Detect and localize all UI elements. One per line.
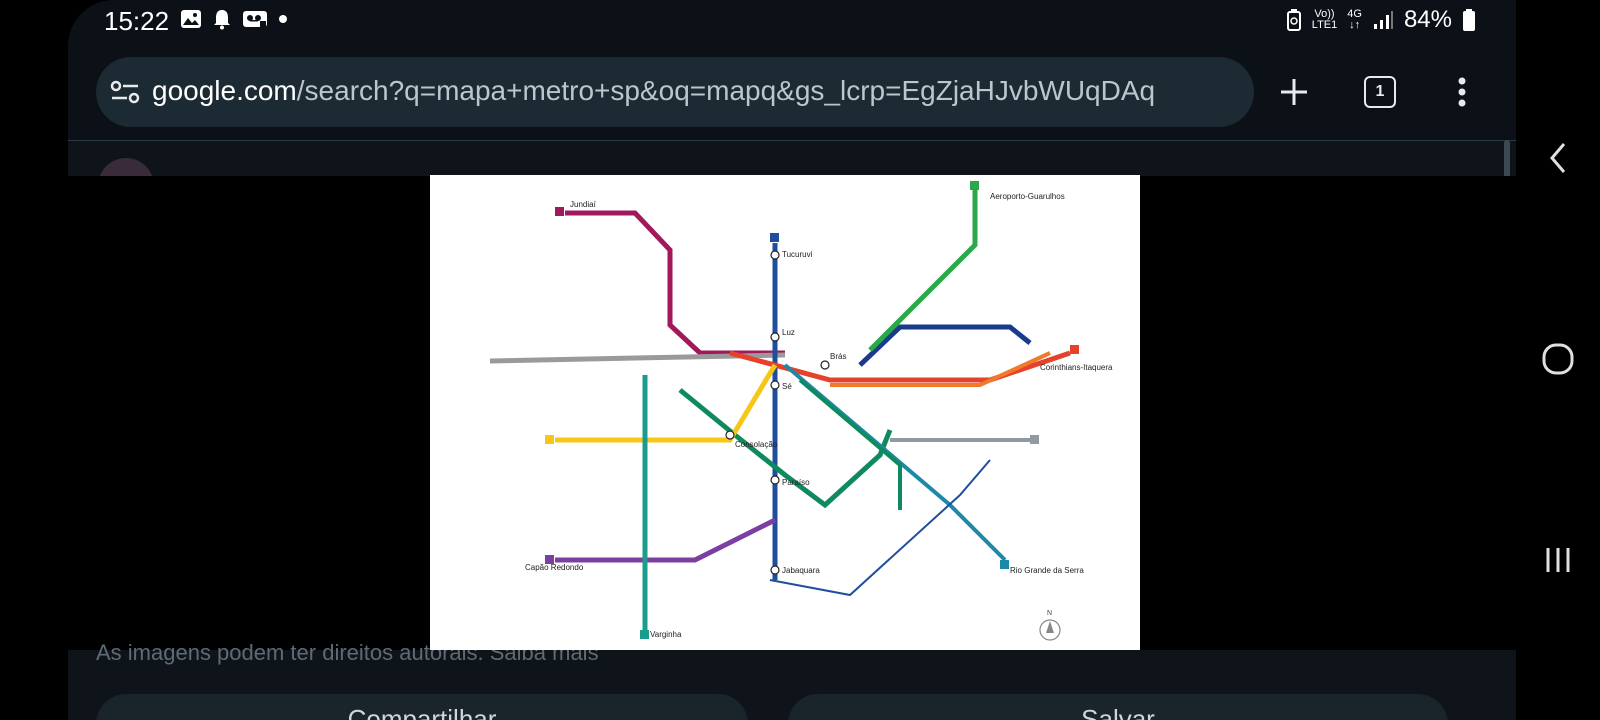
label-rio-grande: Rio Grande da Serra xyxy=(1010,566,1084,575)
label-varginha: Varginha xyxy=(650,630,682,639)
network-gen-indicator: 4G ↓↑ xyxy=(1347,8,1362,31)
tune-icon[interactable] xyxy=(110,79,140,110)
badge-line-3 xyxy=(1070,345,1079,354)
url-text[interactable]: google.com/search?q=mapa+metro+sp&oq=map… xyxy=(152,75,1242,107)
label-capao: Capão Redondo xyxy=(525,563,584,572)
badge-line-13 xyxy=(970,181,979,190)
station-paraiso xyxy=(770,475,780,485)
home-icon xyxy=(1542,343,1574,375)
label-bras: Brás xyxy=(830,352,846,361)
line-3-east-green xyxy=(798,378,902,510)
label-paraiso: Paraíso xyxy=(782,478,810,487)
badge-line-7 xyxy=(555,207,564,216)
signal-icon xyxy=(1373,11,1393,29)
label-tucuruvi: Tucuruvi xyxy=(782,250,813,259)
menu-button[interactable] xyxy=(1438,68,1486,116)
label-aeroporto: Aeroporto-Guarulhos xyxy=(990,192,1065,201)
tab-switcher-button[interactable]: 1 xyxy=(1356,68,1404,116)
line-2 xyxy=(678,388,893,509)
badge-line-9 xyxy=(640,630,649,639)
status-time: 15:22 xyxy=(104,6,170,36)
label-consolacao: Consolação xyxy=(735,440,778,449)
status-bar: 15:22 Vo)) LTE1 4G ↓↑ 84% xyxy=(68,0,1516,44)
address-bar[interactable]: google.com/search?q=mapa+metro+sp&oq=map… xyxy=(96,57,1254,127)
line-13 xyxy=(868,187,978,352)
toolbar-divider xyxy=(68,140,1516,141)
north-arrow-icon: N xyxy=(1039,610,1061,641)
notification-icons xyxy=(180,8,288,30)
save-button[interactable]: Salvar xyxy=(788,694,1448,720)
metro-map-image[interactable]: Jundiaí Tucuruvi Jabaquara Aeroporto-Gua… xyxy=(430,175,1140,650)
bell-icon xyxy=(214,10,230,30)
more-notifications-dot-icon xyxy=(279,15,287,23)
badge-line-15 xyxy=(1030,435,1039,444)
save-button-label: Salvar xyxy=(1081,704,1155,720)
line-5 xyxy=(555,517,777,563)
line-7 xyxy=(565,210,785,356)
back-button[interactable] xyxy=(1534,134,1582,182)
label-corinthians: Corinthians-Itaquera xyxy=(1040,363,1113,372)
share-button[interactable]: Compartilhar xyxy=(96,694,748,720)
system-nav-bar xyxy=(1516,0,1600,720)
new-tab-button[interactable] xyxy=(1270,68,1318,116)
battery-saver-icon xyxy=(1286,9,1301,31)
gallery-icon xyxy=(181,10,201,28)
battery-icon xyxy=(1463,9,1475,31)
label-se: Sé xyxy=(782,382,792,391)
badge-line-1 xyxy=(770,233,779,242)
station-bras xyxy=(820,360,830,370)
back-icon xyxy=(1550,143,1566,173)
station-luz xyxy=(770,332,780,342)
recents-button[interactable] xyxy=(1534,536,1582,584)
station-tucuruvi xyxy=(770,250,780,260)
line-11 xyxy=(830,351,1051,387)
badge-line-10 xyxy=(1000,560,1009,569)
plus-icon xyxy=(1281,79,1307,105)
metro-map: Jundiaí Tucuruvi Jabaquara Aeroporto-Gua… xyxy=(489,181,1113,641)
badge-line-4 xyxy=(545,435,554,444)
home-button[interactable] xyxy=(1534,335,1582,383)
north-label: N xyxy=(1047,610,1052,617)
url-domain: google.com xyxy=(152,75,297,106)
badge-line-5 xyxy=(545,555,554,564)
line-12 xyxy=(858,324,1032,367)
volte-indicator: Vo)) LTE1 xyxy=(1311,8,1338,31)
label-jundiai: Jundiaí xyxy=(570,200,597,209)
system-status-icons: Vo)) LTE1 4G ↓↑ 84% xyxy=(1286,6,1476,34)
line-1-south-loop xyxy=(769,459,991,597)
recents-icon xyxy=(1546,548,1570,572)
more-vert-icon xyxy=(1458,77,1466,107)
label-jabaquara: Jabaquara xyxy=(782,566,820,575)
label-luz: Luz xyxy=(782,328,795,337)
station-consolacao xyxy=(725,430,735,440)
station-jabaquara xyxy=(770,565,780,575)
station-se xyxy=(770,380,780,390)
url-path: /search?q=mapa+metro+sp&oq=mapq&gs_lcrp=… xyxy=(296,75,1156,106)
battery-percentage: 84% xyxy=(1403,6,1452,33)
line-4 xyxy=(555,363,778,443)
share-button-label: Compartilhar xyxy=(347,704,497,720)
line-3 xyxy=(729,350,1071,383)
tab-count: 1 xyxy=(1364,76,1396,108)
voicemail-icon xyxy=(243,11,267,27)
